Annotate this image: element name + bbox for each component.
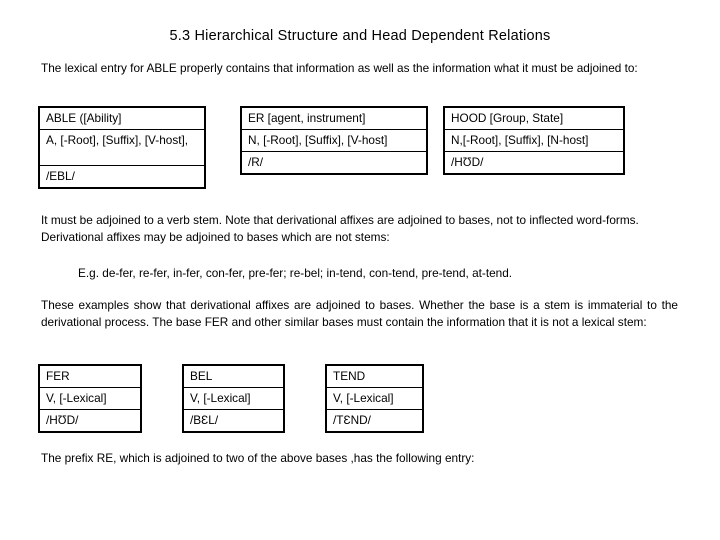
table-row-entry: FER bbox=[40, 366, 140, 388]
lexical-entry-table-tend: TEND V, [-Lexical] /TƐND/ bbox=[325, 364, 424, 433]
table-row-entry: TEND bbox=[327, 366, 422, 388]
page-title: 5.3 Hierarchical Structure and Head Depe… bbox=[169, 28, 551, 44]
examples-paragraph: E.g. de-fer, re-fer, in-fer, con-fer, pr… bbox=[78, 266, 513, 280]
table-row-features: V, [-Lexical] bbox=[40, 388, 140, 410]
closing-paragraph: The prefix RE, which is adjoined to two … bbox=[41, 451, 475, 465]
table-row-phonology: /HƱD/ bbox=[451, 155, 484, 169]
table-row-entry: ABLE ([Ability] bbox=[40, 108, 204, 130]
table-row-phonology: /TƐND/ bbox=[333, 413, 371, 427]
table-row-entry: ER [agent, instrument] bbox=[242, 108, 426, 130]
lexical-entry-table-hood: HOOD [Group, State] N,[-Root], [Suffix],… bbox=[443, 106, 625, 175]
lexical-entry-table-able: ABLE ([Ability] A, [-Root], [Suffix], [V… bbox=[38, 106, 206, 189]
table-row-features: N,[-Root], [Suffix], [N-host] bbox=[445, 130, 623, 152]
intro-paragraph: The lexical entry for ABLE properly cont… bbox=[41, 61, 638, 75]
table-row-features: A, [-Root], [Suffix], [V-host], bbox=[40, 130, 204, 166]
middle-paragraph: It must be adjoined to a verb stem. Note… bbox=[41, 213, 639, 244]
justified-paragraph: These examples show that derivational af… bbox=[41, 298, 678, 329]
table-row-features: V, [-Lexical] bbox=[327, 388, 422, 410]
table-row-phonology: /EBL/ bbox=[46, 169, 75, 183]
table-row-entry: BEL bbox=[184, 366, 283, 388]
table-row-phonology: /BƐL/ bbox=[190, 413, 219, 427]
table-row-features: V, [-Lexical] bbox=[184, 388, 283, 410]
table-row-phonology: /R/ bbox=[248, 155, 264, 169]
lexical-entry-table-fer: FER V, [-Lexical] /HƱD/ bbox=[38, 364, 142, 433]
lexical-entry-table-er: ER [agent, instrument] N, [-Root], [Suff… bbox=[240, 106, 428, 175]
table-row-phonology: /HƱD/ bbox=[46, 413, 79, 427]
table-row-entry: HOOD [Group, State] bbox=[445, 108, 623, 130]
table-row-features: N, [-Root], [Suffix], [V-host] bbox=[242, 130, 426, 152]
lexical-entry-table-bel: BEL V, [-Lexical] /BƐL/ bbox=[182, 364, 285, 433]
